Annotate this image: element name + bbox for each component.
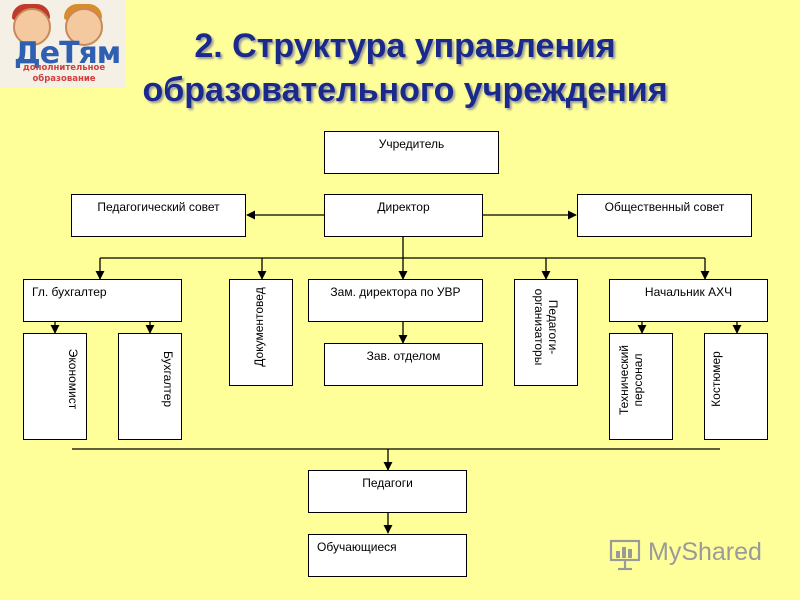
logo-child-face-right (65, 8, 103, 46)
node-chief-accountant: Гл. бухгалтер (23, 279, 182, 322)
node-records-clerk: Документовед (229, 279, 293, 386)
node-accountant-label: Бухгалтер (161, 350, 175, 408)
node-organizers: Педагоги- организаторы (514, 279, 578, 386)
logo-child-face-left (13, 8, 51, 46)
node-director-label: Директор (377, 200, 430, 214)
logo-subline-2: образование (32, 74, 96, 84)
page-title-line-2: образовательного учреждения (142, 71, 668, 109)
node-dept-head-label: Зав. отделом (366, 349, 441, 363)
logo-word: ДеТям (14, 36, 121, 71)
node-organizers-line-1: Педагоги- (546, 299, 560, 355)
node-tech-staff-label: Технический персонал (617, 330, 645, 430)
node-tech-staff-line-1: Технический (617, 345, 631, 415)
node-students-label: Обучающиеся (317, 540, 397, 554)
node-teachers-label: Педагоги (362, 476, 413, 490)
node-founder: Учредитель (324, 131, 499, 174)
watermark: MyShared (606, 536, 776, 572)
node-public-council: Общественный совет (577, 194, 752, 237)
page-title: 2. Структура управления образовательного… (80, 24, 730, 112)
logo-subline-1: дополнительное (22, 63, 106, 73)
node-costumer: Костюмер (704, 333, 768, 440)
node-deputy-director: Зам. директора по УВР (308, 279, 483, 322)
node-pedagogical-council-label: Педагогический совет (97, 200, 220, 214)
node-founder-label: Учредитель (378, 137, 445, 151)
logo: ДеТям дополнительное образование (0, 0, 126, 88)
node-students: Обучающиеся (308, 534, 467, 577)
node-economist: Экономист (23, 333, 87, 440)
node-organizers-label: Педагоги- организаторы (532, 277, 560, 377)
node-tech-staff: Технический персонал (609, 333, 673, 440)
node-organizers-line-2: организаторы (532, 288, 546, 366)
node-pedagogical-council: Педагогический совет (71, 194, 246, 237)
node-director: Директор (324, 194, 483, 237)
node-head-ahch-label: Начальник АХЧ (644, 285, 733, 299)
presentation-chart-icon (609, 539, 641, 571)
node-public-council-label: Общественный совет (604, 200, 725, 214)
watermark-text: MyShared (648, 538, 762, 566)
node-costumer-label: Костюмер (709, 351, 723, 407)
node-accountant: Бухгалтер (118, 333, 182, 440)
node-deputy-director-label: Зам. директора по УВР (330, 285, 461, 299)
page-title-line-1: 2. Структура управления (194, 27, 616, 65)
node-economist-label: Экономист (66, 348, 80, 410)
node-records-clerk-label: Документовед (252, 287, 266, 367)
node-head-ahch: Начальник АХЧ (609, 279, 768, 322)
node-dept-head: Зав. отделом (324, 343, 483, 386)
node-teachers: Педагоги (308, 470, 467, 513)
node-tech-staff-line-2: персонал (631, 353, 645, 407)
node-chief-accountant-label: Гл. бухгалтер (32, 285, 107, 299)
